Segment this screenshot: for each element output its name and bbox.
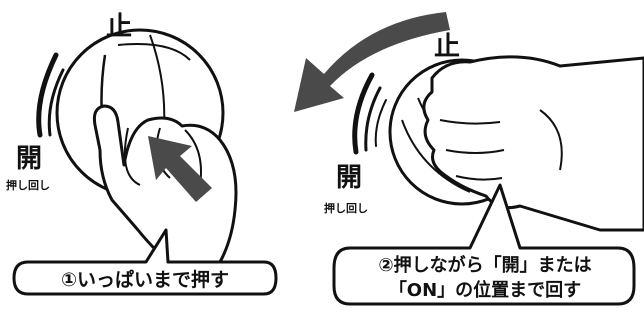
right-push-turn-label: 押し回し <box>324 202 368 215</box>
right-instruction-line2: 「ON」の位置まで回す <box>388 280 582 301</box>
right-rotation-marks <box>352 72 387 155</box>
left-callout-bubble <box>12 228 278 296</box>
rotate-arrow-icon <box>294 12 450 112</box>
left-push-turn-label: 押し回し <box>6 179 50 192</box>
right-stop-label: 止 <box>434 32 461 62</box>
left-instruction-text: ①いっぱいまで押す <box>60 268 230 291</box>
left-open-label: 開 <box>16 144 43 174</box>
right-open-label: 開 <box>336 163 363 193</box>
right-hand-icon <box>422 55 644 232</box>
right-callout-bubble <box>332 183 636 306</box>
left-stop-label: 止 <box>106 12 133 42</box>
right-instruction-line1: ②押しながら「開」または <box>378 255 592 276</box>
push-arrow-icon <box>148 136 212 202</box>
